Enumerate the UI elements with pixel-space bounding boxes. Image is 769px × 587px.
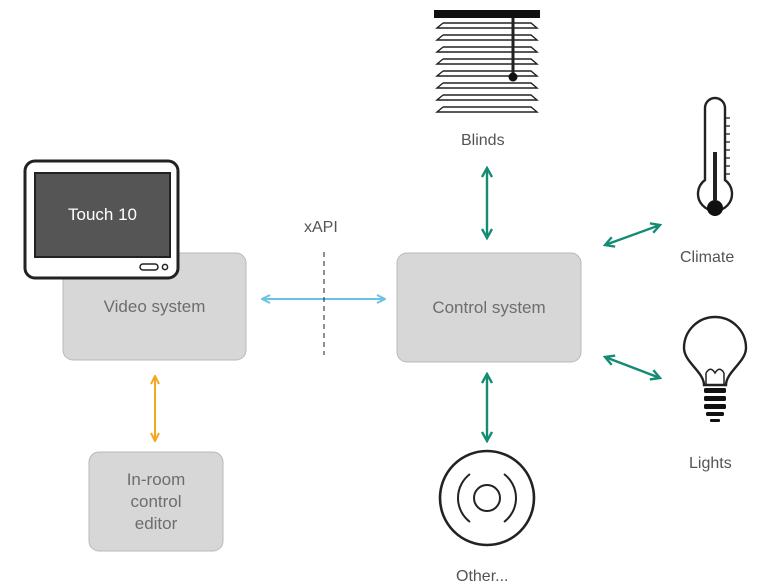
control-system-box [396,252,582,363]
editor-box [88,451,224,552]
xapi-label: xAPI [304,219,338,236]
thermometer-icon [696,96,734,216]
editor-label-line-2: control [130,491,182,511]
blinds-label: Blinds [461,132,505,149]
speaker-icon [438,449,536,547]
other-label: Other... [456,568,509,585]
climate-arrow [605,225,660,245]
touch10-device [23,159,180,280]
control-system-label: Control system [432,297,546,317]
editor-label: In-room control editor [89,452,223,551]
lightbulb-icon [682,315,748,422]
touch10-label: Touch 10 [68,205,137,224]
editor-label-line-1: In-room [126,469,186,489]
climate-label: Climate [680,249,735,266]
lights-arrow [605,357,660,378]
editor-label-line-3: editor [134,513,178,533]
video-system-label: Video system [103,296,206,316]
lights-label: Lights [689,455,732,472]
blinds-icon [434,10,540,113]
